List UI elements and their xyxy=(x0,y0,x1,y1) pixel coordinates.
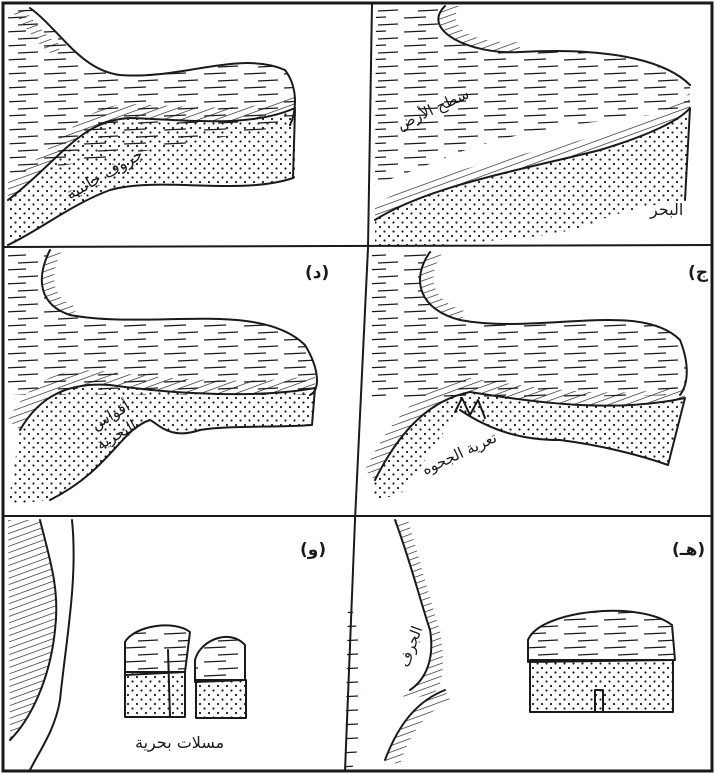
sea-stack-2 xyxy=(195,637,246,718)
sea-island xyxy=(528,611,675,712)
panel-label-sea: البحر xyxy=(649,200,683,220)
sea-stack-1 xyxy=(125,625,190,717)
panel-label-sea-stacks: مسلات بحرية xyxy=(135,733,224,753)
panel-letter: (هـ) xyxy=(672,540,705,560)
panel-letter: (ج xyxy=(688,263,709,283)
panel-letter: (و) xyxy=(300,540,326,560)
panel-letter: (د) xyxy=(305,263,329,283)
